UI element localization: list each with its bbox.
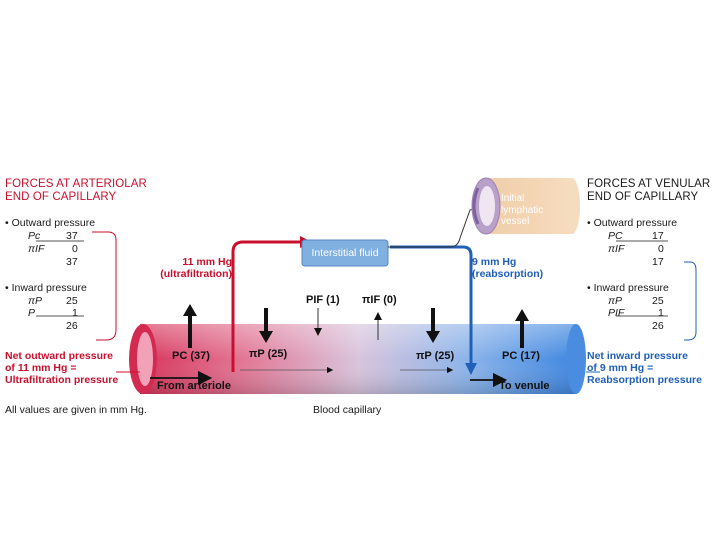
reabsorption-arrowhead [465, 363, 477, 375]
left-net-line3: Ultrafiltration pressure [5, 374, 119, 386]
lymphatic-vessel-label: Initial lymphatic vessel [501, 193, 543, 228]
right-bracket [684, 261, 697, 341]
right-inward-sym-1: PIF [608, 307, 625, 319]
left-outward-sym-0: Pc [28, 230, 41, 242]
lymph-line1: Initial [501, 193, 525, 204]
left-inward-val-1: 1 [72, 307, 78, 319]
ultrafiltration-path [231, 240, 300, 372]
blood-capillary-caption: Blood capillary [313, 404, 382, 416]
left-inward-sym-1: P [28, 307, 36, 319]
left-inward-total: 26 [66, 320, 78, 332]
right-outward-sym-1: πIF [608, 243, 625, 255]
capillary-venular-end [566, 324, 586, 394]
lymphatic-vessel [471, 177, 580, 235]
left-inward-val-0: 25 [66, 295, 78, 307]
right-outward-label: • Outward pressure [587, 217, 678, 229]
right-inward-label: • Inward pressure [587, 282, 669, 294]
left-outward-total: 37 [66, 256, 78, 268]
to-venule-label: To venule [499, 380, 550, 392]
right-net-pressure: Net inward pressure of 9 mm Hg = Reabsor… [587, 350, 702, 386]
right-inward-sym-0: πP [608, 295, 623, 307]
right-outward-total: 17 [652, 256, 664, 268]
pc-right-arrow [515, 309, 529, 348]
interstitial-fluid-box [301, 239, 389, 267]
right-heading: FORCES AT VENULAR END OF CAPILLARY [587, 178, 710, 204]
blood-capillary [129, 324, 586, 394]
left-net-line2: of 11 mm Hg = [5, 362, 77, 374]
reabsorption-label: 9 mm Hg (reabsorption) [472, 256, 543, 280]
left-outward-label: • Outward pressure [5, 217, 96, 229]
right-heading-line2: END OF CAPILLARY [587, 191, 699, 203]
right-outward-val-1: 0 [658, 243, 664, 255]
lymph-line2: lymphatic [501, 204, 544, 216]
right-outward-sym-0: PC [608, 230, 623, 242]
left-outward-val-0: 37 [66, 230, 78, 242]
interstitial-fluid-label: Interstitial fluid [311, 247, 379, 259]
from-arteriole-label: From arteriole [157, 380, 231, 392]
pc-right-label: PC (17) [502, 350, 540, 362]
pc-left-arrow [183, 304, 197, 348]
pc-left-label: PC (37) [172, 350, 210, 362]
right-heading-line1: FORCES AT VENULAR [587, 178, 711, 190]
left-outward-val-1: 0 [72, 243, 78, 255]
ultrafiltration-label: 11 mm Hg (ultrafiltration) [152, 256, 232, 280]
pip-right-arrow [426, 308, 440, 343]
left-heading: FORCES AT ARTERIOLAR END OF CAPILLARY [5, 178, 147, 204]
left-net-pressure: Net outward pressure of 11 mm Hg = Ultra… [5, 350, 118, 386]
left-bracket [92, 231, 117, 341]
right-inward-val-0: 25 [652, 295, 664, 307]
right-inward-total: 26 [652, 320, 664, 332]
right-outward-val-0: 17 [652, 230, 664, 242]
pip-left-label: πP (25) [249, 348, 288, 360]
lymph-connector [388, 207, 481, 248]
values-note: All values are given in mm Hg. [5, 404, 147, 416]
lymph-line3: vessel [501, 216, 530, 227]
right-net-line2: of 9 mm Hg = [587, 362, 654, 374]
piif-label: πIF (0) [362, 294, 397, 306]
left-outward-sym-1: πIF [28, 243, 45, 255]
pip-left-arrow [259, 308, 273, 343]
ultra-line1: 11 mm Hg [182, 256, 232, 268]
ultra-line2: (ultrafiltration) [160, 268, 232, 280]
right-inward-val-1: 1 [658, 307, 664, 319]
pif-label: PIF (1) [306, 294, 340, 306]
reab-line2: (reabsorption) [472, 268, 544, 280]
reab-line1: 9 mm Hg [472, 256, 517, 268]
left-net-line1: Net outward pressure [5, 350, 113, 362]
pip-right-label: πP (25) [416, 350, 455, 362]
left-inward-sym-0: πP [28, 295, 43, 307]
left-inward-label: • Inward pressure [5, 282, 87, 294]
right-net-line3: Reabsorption pressure [587, 374, 702, 386]
right-net-line1: Net inward pressure [587, 350, 688, 362]
reabsorption-path [390, 245, 473, 365]
left-heading-line2: END OF CAPILLARY [5, 191, 117, 203]
left-heading-line1: FORCES AT ARTERIOLAR [5, 178, 147, 190]
